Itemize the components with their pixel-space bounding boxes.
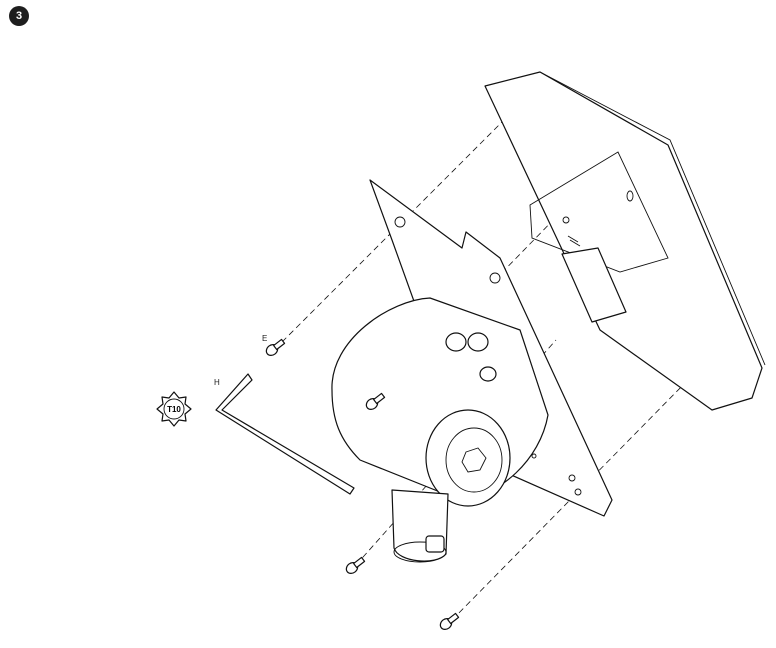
tool-label-text: T10 bbox=[167, 405, 181, 414]
screw-base-left bbox=[345, 556, 366, 575]
step-number-badge: 3 bbox=[9, 6, 29, 26]
allen-key-h bbox=[215, 373, 355, 495]
screw-e-top bbox=[265, 338, 286, 357]
screw-base-right bbox=[439, 612, 460, 631]
swivel-housing bbox=[331, 297, 549, 507]
callout-label-h: H bbox=[214, 378, 220, 387]
torx-t10-icon: T10 bbox=[156, 391, 192, 427]
back-plate bbox=[484, 71, 766, 411]
base-post bbox=[391, 489, 449, 563]
screw-bracket-mid bbox=[365, 392, 386, 411]
callout-label-e: E bbox=[262, 334, 268, 343]
